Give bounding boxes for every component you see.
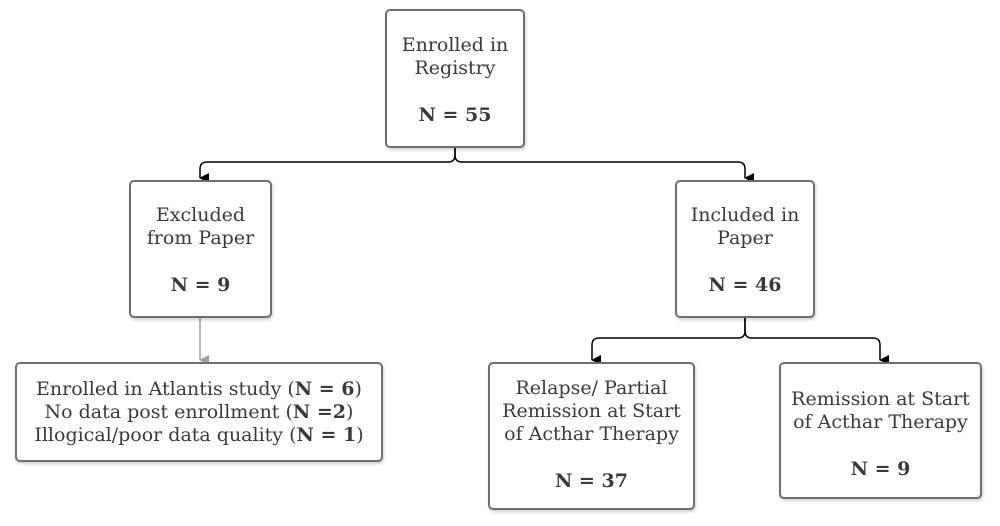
included-label-line: Included in: [690, 204, 800, 226]
relapse-box: Relapse/ Partial Remission at Start of A…: [488, 362, 695, 510]
relapse-count: N = 37: [555, 470, 628, 492]
remission-label-line: of Acthar Therapy: [793, 411, 968, 433]
included-box: Included in Paper N = 46: [675, 180, 815, 318]
remission-count: N = 9: [850, 458, 911, 480]
relapse-label-line: of Acthar Therapy: [504, 423, 679, 445]
registry-box: Enrolled in Registry N = 55: [385, 9, 525, 148]
excluded-label-line: Excluded: [155, 204, 246, 226]
connector-registry-excluded: [199, 148, 456, 183]
registry-label-line: Enrolled in: [401, 34, 509, 56]
included-count: N = 46: [708, 274, 782, 296]
connector-included-remission: [744, 318, 889, 365]
exclusion-reason: Enrolled in Atlantis study (N = 6): [36, 378, 362, 400]
exclusion-reason: Illogical/poor data quality (N = 1): [34, 424, 364, 446]
exclusion-reasons-box: Enrolled in Atlantis study (N = 6) No da…: [15, 362, 383, 462]
registry-label-line: Registry: [414, 57, 496, 79]
connector-included-relapse: [591, 318, 746, 365]
relapse-label-line: Remission at Start: [502, 400, 681, 422]
connector-registry-included: [454, 148, 754, 183]
excluded-box: Excluded from Paper N = 9: [129, 180, 272, 318]
remission-label-line: Remission at Start: [791, 388, 970, 410]
relapse-label-line: Relapse/ Partial: [515, 377, 668, 399]
included-label-line: Paper: [717, 227, 773, 249]
exclusion-reason: No data post enrollment (N =2): [44, 401, 354, 423]
remission-box: Remission at Start of Acthar Therapy N =…: [779, 362, 982, 499]
excluded-count: N = 9: [170, 274, 231, 296]
excluded-label-line: from Paper: [146, 227, 255, 249]
registry-count: N = 55: [418, 104, 492, 126]
